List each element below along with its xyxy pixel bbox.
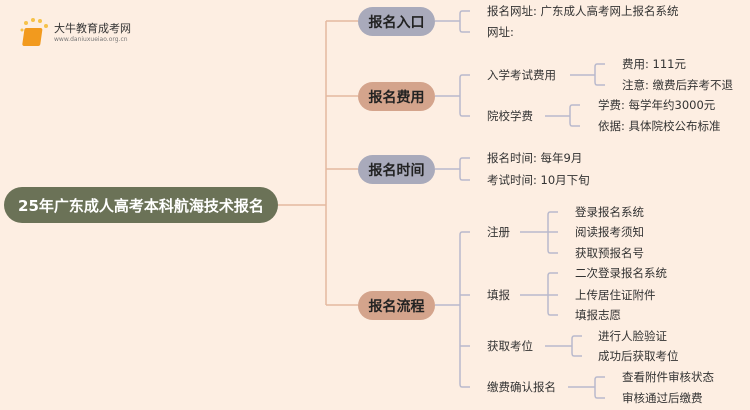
leaf: 二次登录报名系统 <box>575 266 667 280</box>
subtopic: 注册 <box>487 225 510 239</box>
leaf: 上传居住证附件 <box>575 288 656 302</box>
leaf: 填报志愿 <box>575 308 621 322</box>
branch-time[interactable]: 报名时间 <box>358 155 435 184</box>
subtopic: 入学考试费用 <box>487 68 556 82</box>
leaf: 审核通过后缴费 <box>622 391 703 405</box>
leaf: 查看附件审核状态 <box>622 370 714 384</box>
logo-name: 大牛教育成考网 <box>54 22 131 35</box>
branch-entry[interactable]: 报名入口 <box>358 7 435 36</box>
branch-process[interactable]: 报名流程 <box>358 291 435 320</box>
logo-book-icon <box>20 18 48 46</box>
leaf: 阅读报考须知 <box>575 225 644 239</box>
leaf: 注意: 缴费后弃考不退 <box>622 78 734 92</box>
leaf: 登录报名系统 <box>575 205 644 219</box>
leaf: 进行人脸验证 <box>598 329 667 343</box>
leaf: 费用: 111元 <box>622 57 686 71</box>
leaf: 依据: 具体院校公布标准 <box>598 119 721 133</box>
leaf: 获取预报名号 <box>575 246 644 260</box>
central-topic[interactable]: 25年广东成人高考本科航海技术报名 <box>4 187 278 223</box>
leaf: 报名网址: 广东成人高考网上报名系统 <box>487 4 679 18</box>
leaf: 考试时间: 10月下旬 <box>487 173 590 187</box>
subtopic: 院校学费 <box>487 109 533 123</box>
subtopic: 获取考位 <box>487 339 533 353</box>
leaf: 网址: <box>487 25 514 39</box>
leaf: 学费: 每学年约3000元 <box>598 98 716 112</box>
branch-fees[interactable]: 报名费用 <box>358 82 435 111</box>
logo-url: www.daniuxueiao.org.cn <box>54 36 128 43</box>
subtopic: 缴费确认报名 <box>487 380 556 394</box>
subtopic: 填报 <box>487 288 510 302</box>
leaf: 成功后获取考位 <box>598 349 679 363</box>
leaf: 报名时间: 每年9月 <box>487 151 583 165</box>
